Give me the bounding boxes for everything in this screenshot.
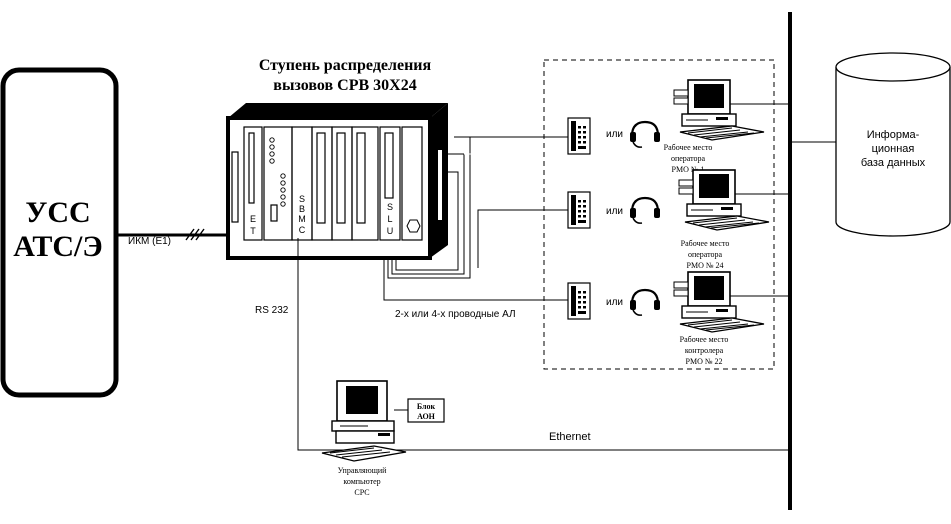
workplace-2-line-3: РМО № 24 [687,261,724,270]
rs232-label: RS 232 [255,305,289,316]
board-et-1: E [250,214,256,224]
distribution-rack: E T S B M C S L U [226,103,448,260]
workplace-3-line-2: контролера [685,346,724,355]
headset-icon [628,196,662,225]
board-et-2: T [250,226,256,236]
or-label-3: или [606,297,623,308]
workplace-1-line-3: РМО № 1 [672,165,705,174]
or-label-2: или [606,206,623,217]
exchange-label-2: АТС/Э [13,230,102,263]
workplace-2: или Рабочее место оператора РМО № 24 [567,169,770,270]
database-cylinder: Информа- ционная база данных [835,52,951,237]
analog-lines [383,136,568,301]
aon-label-2: АОН [417,412,436,421]
control-computer: Управляющий компьютер СРС [321,380,407,497]
workstation-icon [673,79,765,141]
board-slu-1: S [387,202,393,212]
board-sbmc-3: M [298,214,306,224]
rack-title-1: Ступень распределения [259,57,432,74]
exchange-block: УСС АТС/Э [0,67,119,398]
phone-icon [567,191,591,229]
ethernet-label: Ethernet [549,431,591,443]
workplace-1: или Рабочее место оператора РМО № 1 [567,79,765,174]
rack-title-2: вызовов СРВ 30Х24 [273,77,416,94]
workplace-2-line-2: оператора [688,250,723,259]
phone-icon [567,117,591,155]
board-sbmc-4: C [299,225,306,235]
board-slu-2: L [387,214,392,224]
analog-lines-label: 2-х или 4-х проводные АЛ [395,309,516,320]
control-pc-label-2: компьютер [343,477,380,486]
control-pc-label-1: Управляющий [338,466,388,475]
workstation-links [730,103,790,297]
workplace-1-line-1: Рабочее место [664,143,713,152]
workplace-2-line-1: Рабочее место [681,239,730,248]
workplace-1-line-2: оператора [671,154,706,163]
exchange-label-1: УСС [25,196,90,229]
control-links [297,238,790,451]
or-label-1: или [606,129,623,140]
control-pc-label-3: СРС [354,488,369,497]
aon-block: Блок АОН [394,398,445,423]
workplace-3: или Рабочее место контролера РМО № 22 [567,271,765,366]
board-slu-3: U [387,226,394,236]
workplace-3-line-3: РМО № 22 [686,357,723,366]
workstation-icon [673,271,765,333]
board-sbmc-1: S [299,194,305,204]
headset-icon [628,288,662,317]
workplace-3-line-1: Рабочее место [680,335,729,344]
aon-label-1: Блок [417,402,436,411]
ikm-label: ИКМ (E1) [128,236,171,247]
board-sbmc-2: B [299,204,305,214]
headset-icon [628,120,662,149]
database-label-3: база данных [861,157,926,169]
workstation-icon [678,169,770,231]
database-label-2: ционная [872,143,915,155]
database-label-1: Информа- [867,129,920,141]
phone-icon [567,282,591,320]
